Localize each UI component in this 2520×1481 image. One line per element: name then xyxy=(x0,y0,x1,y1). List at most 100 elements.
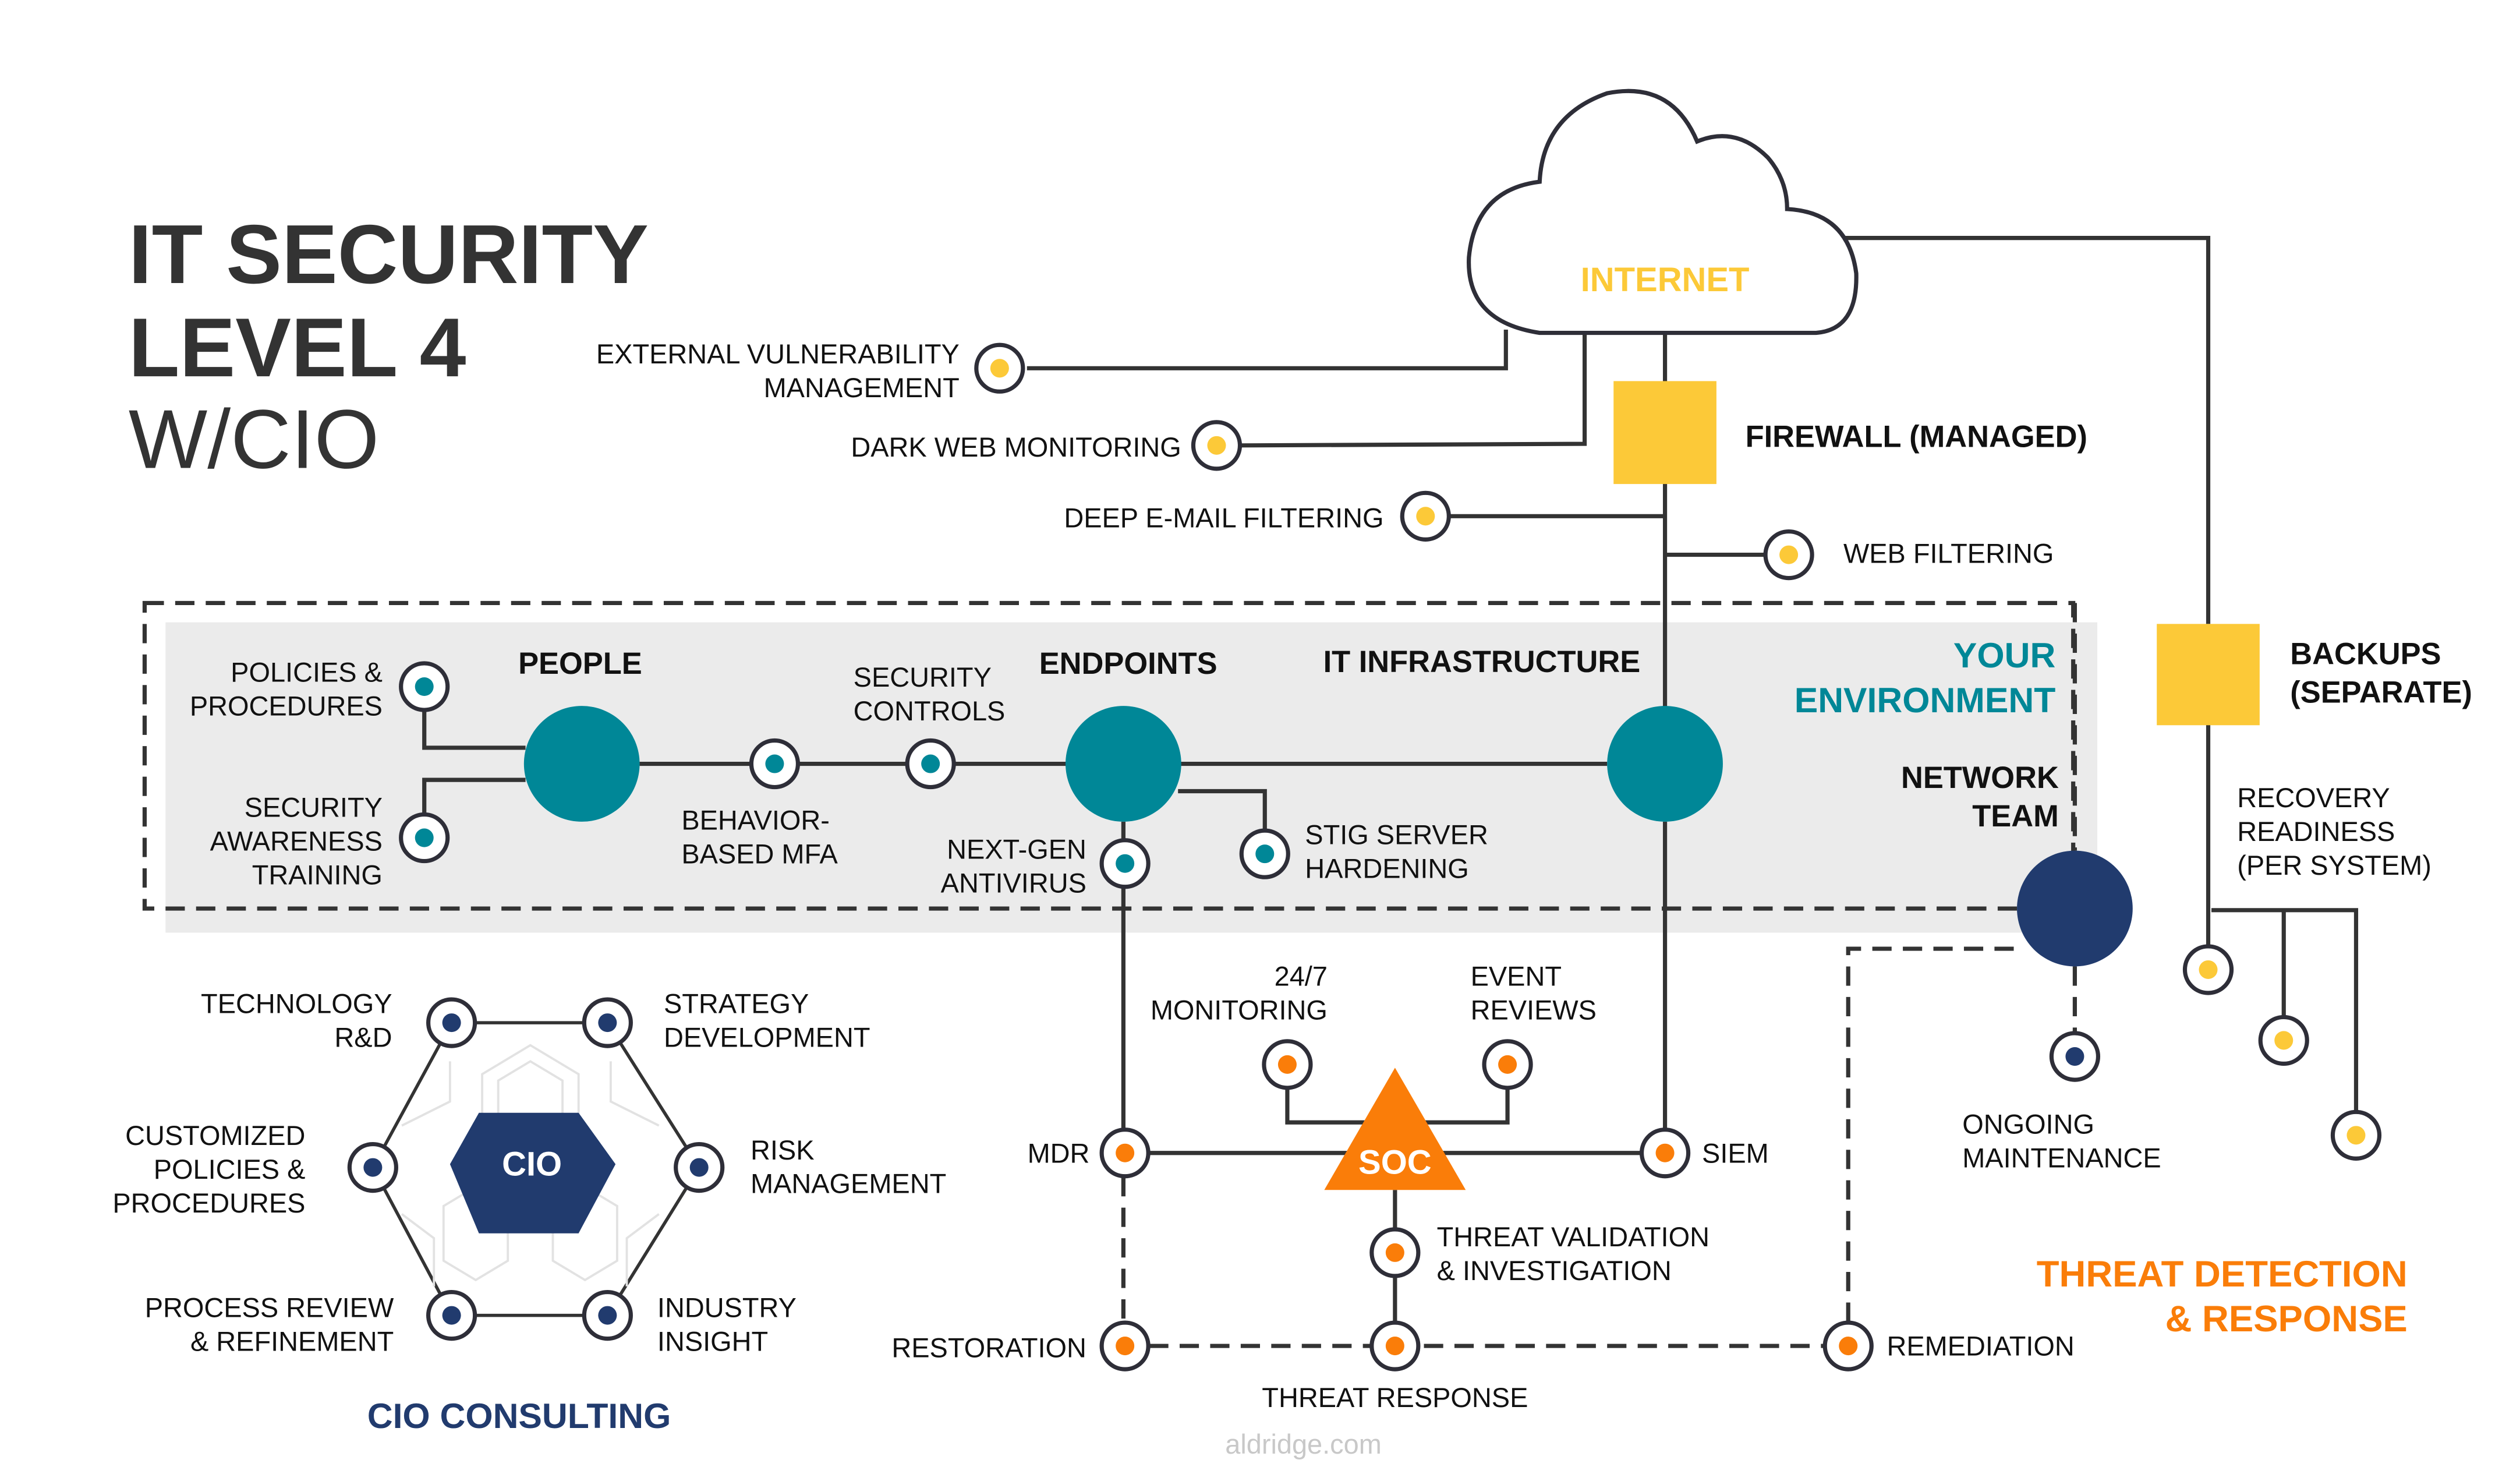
risk-label-2: MANAGEMENT xyxy=(751,1169,946,1199)
process-review-node xyxy=(426,1289,477,1341)
antivirus-node-dot xyxy=(1116,854,1135,873)
strategy-node xyxy=(582,997,633,1048)
recovery-node-2 xyxy=(2258,1015,2309,1066)
industry-label-1: INDUSTRY xyxy=(657,1292,797,1323)
custom-policies-node-dot xyxy=(363,1158,383,1177)
dark-web-node-dot xyxy=(1207,436,1226,455)
backups-box xyxy=(2157,624,2260,726)
recovery-node-1-dot xyxy=(2199,960,2218,979)
external-vuln-node xyxy=(974,342,1025,394)
monitoring-label-2: MONITORING xyxy=(1151,995,1328,1026)
threat-response-node xyxy=(1369,1320,1421,1372)
industry-node xyxy=(582,1289,633,1341)
tech-rd-node xyxy=(426,997,477,1048)
title-line-1: IT SECURITY xyxy=(129,208,649,301)
cio-center-hexagon xyxy=(450,1112,616,1233)
stig-label-2: HARDENING xyxy=(1305,854,1469,884)
strategy-node-dot xyxy=(598,1013,617,1033)
threat-detection-title-1: THREAT DETECTION xyxy=(2037,1254,2408,1295)
endpoints-hub xyxy=(1066,706,1181,822)
dark-web-node xyxy=(1191,420,1243,471)
threat-validation-label-2: & INVESTIGATION xyxy=(1437,1256,1672,1286)
strategy-label-1: STRATEGY xyxy=(664,989,809,1019)
threat-response-label: THREAT RESPONSE xyxy=(1262,1383,1528,1413)
tech-rd-node-dot xyxy=(442,1013,461,1033)
policies-node-dot xyxy=(415,677,434,697)
event-reviews-label-2: REVIEWS xyxy=(1471,995,1597,1026)
cloud-icon xyxy=(1467,89,1859,335)
antivirus-node xyxy=(1099,838,1151,889)
recovery-label-3: (PER SYSTEM) xyxy=(2237,850,2431,881)
recovery-node-3-dot xyxy=(2346,1126,2366,1145)
security-controls-label-2: CONTROLS xyxy=(854,696,1006,726)
remediation-node xyxy=(1822,1320,1874,1372)
tech-rd-label-2: R&D xyxy=(334,1022,392,1052)
event-reviews-label-1: EVENT xyxy=(1471,962,1562,992)
stig-label-1: STIG SERVER xyxy=(1305,820,1488,850)
node-markers xyxy=(347,342,2382,1372)
recovery-label-2: READINESS xyxy=(2237,817,2395,847)
custom-policies-label-1: CUSTOMIZED xyxy=(125,1121,305,1151)
endpoints-hub-label: ENDPOINTS xyxy=(1039,647,1217,681)
restoration-label: RESTORATION xyxy=(891,1332,1086,1363)
ongoing-maintenance-label-1: ONGOING xyxy=(1962,1109,2094,1140)
tech-rd-label-1: TECHNOLOGY xyxy=(201,989,392,1019)
threat-validation-node xyxy=(1369,1227,1421,1278)
mfa-node-dot xyxy=(765,754,784,773)
event-reviews-node-dot xyxy=(1498,1055,1517,1074)
people-hub xyxy=(523,706,640,822)
industry-node-dot xyxy=(598,1306,617,1325)
custom-policies-node xyxy=(347,1141,398,1193)
antivirus-label-1: NEXT-GEN xyxy=(947,834,1086,864)
web-filtering-node-dot xyxy=(1779,545,1799,564)
network-team-hub xyxy=(2017,850,2133,967)
siem-label: SIEM xyxy=(1702,1138,1769,1168)
awareness-node xyxy=(399,812,450,864)
mfa-label-2: BASED MFA xyxy=(681,839,838,869)
deep-email-node xyxy=(1400,490,1451,542)
industry-label-2: INSIGHT xyxy=(657,1326,768,1356)
internet-cloud: INTERNET xyxy=(1467,89,1859,335)
stig-node xyxy=(1239,828,1290,879)
people-hub-label: PEOPLE xyxy=(518,647,642,681)
mdr-node-dot xyxy=(1116,1143,1135,1162)
antivirus-label-2: ANTIVIRUS xyxy=(941,868,1086,898)
it-infrastructure-hub-label: IT INFRASTRUCTURE xyxy=(1323,645,1641,679)
remediation-label: REMEDIATION xyxy=(1887,1331,2074,1362)
siem-node-dot xyxy=(1655,1143,1675,1162)
risk-label-1: RISK xyxy=(751,1135,814,1165)
title-line-2: LEVEL 4 xyxy=(129,301,466,394)
mfa-label-1: BEHAVIOR- xyxy=(681,805,830,836)
restoration-node-dot xyxy=(1116,1337,1135,1356)
network-team-label-1: NETWORK xyxy=(1901,761,2059,795)
firewall-box xyxy=(1613,381,1716,485)
soc: SOC xyxy=(1324,1068,1466,1190)
strategy-label-2: DEVELOPMENT xyxy=(664,1022,870,1052)
it-infrastructure-hub xyxy=(1607,706,1723,822)
cio-consulting-title: CIO CONSULTING xyxy=(367,1396,671,1436)
policies-label-2: PROCEDURES xyxy=(190,691,383,722)
security-controls-node xyxy=(905,738,956,790)
page-title: IT SECURITY LEVEL 4 W/CIO xyxy=(129,208,649,486)
your-environment-label-1: YOUR xyxy=(1953,635,2055,675)
external-vuln-label-1: EXTERNAL VULNERABILITY xyxy=(596,339,960,369)
ongoing-maintenance-node-dot xyxy=(2065,1047,2084,1066)
recovery-node-3 xyxy=(2330,1109,2382,1161)
custom-policies-label-2: POLICIES & xyxy=(154,1154,306,1185)
process-review-label-2: & REFINEMENT xyxy=(190,1326,394,1356)
policies-node xyxy=(399,661,450,712)
mfa-node xyxy=(749,738,801,790)
awareness-label-3: TRAINING xyxy=(252,860,383,890)
monitoring-node xyxy=(1262,1039,1313,1090)
stig-node-dot xyxy=(1255,844,1275,864)
monitoring-label-1: 24/7 xyxy=(1275,962,1328,992)
external-vuln-node-dot xyxy=(990,359,1009,378)
security-controls-node-dot xyxy=(921,754,940,773)
ongoing-maintenance-label-2: MAINTENANCE xyxy=(1962,1143,2161,1174)
remediation-node-dot xyxy=(1839,1337,1858,1356)
soc-label: SOC xyxy=(1358,1144,1432,1182)
recovery-node-1 xyxy=(2182,944,2234,995)
network-team-label-2: TEAM xyxy=(1972,800,2059,833)
mdr-label: MDR xyxy=(1028,1138,1090,1168)
